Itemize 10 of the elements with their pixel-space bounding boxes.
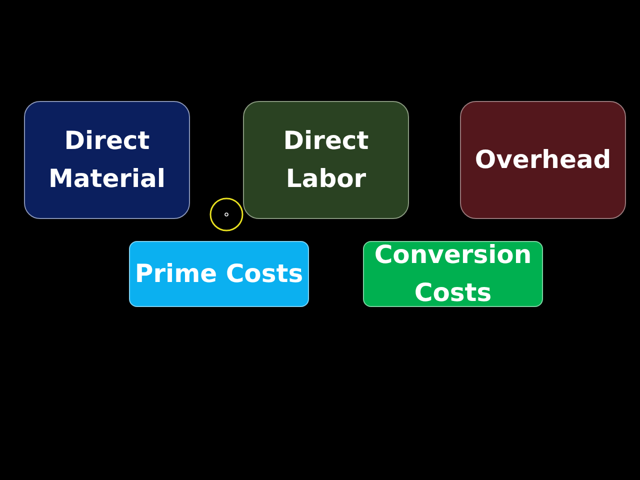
cost-box <box>24 101 190 219</box>
cost-box <box>129 241 309 307</box>
box-label: Direct Labor <box>282 125 370 195</box>
box-label: Direct Material <box>48 125 166 195</box>
box-label: Overhead <box>474 144 612 176</box>
cost-box <box>243 101 409 219</box>
box-label: Conversion Costs <box>373 239 533 309</box>
cost-box <box>363 241 543 307</box>
box-label: Prime Costs <box>134 258 304 290</box>
cost-box <box>460 101 626 219</box>
